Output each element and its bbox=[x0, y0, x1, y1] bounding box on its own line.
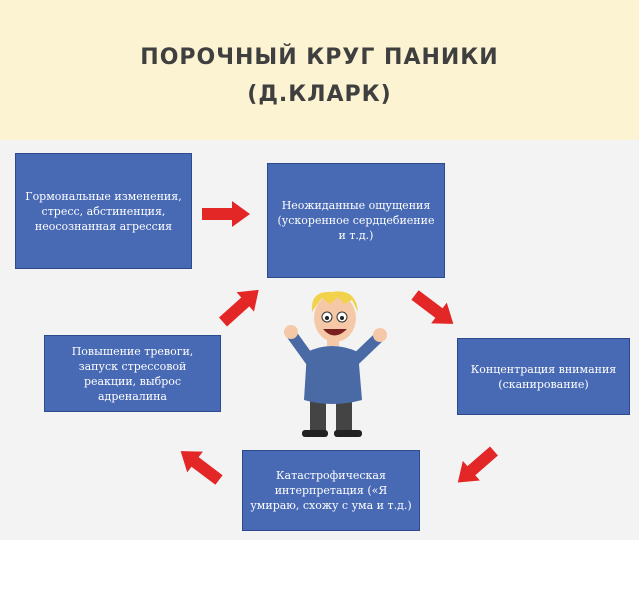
diagram-subtitle: (Д.КЛАРК) bbox=[247, 82, 392, 107]
node-anxiety-increase-label: Повышение тревоги, запуск стрессовой реа… bbox=[71, 344, 194, 403]
node-attention-focus-label: Концентрация внимания (сканирование) bbox=[470, 362, 617, 391]
node-catastrophic-interpretation: Катастрофическая интерпретация («Я умира… bbox=[242, 450, 420, 531]
right-arrow-icon bbox=[407, 284, 462, 335]
right-arrow-icon bbox=[172, 440, 227, 491]
footer-area bbox=[0, 540, 639, 600]
right-arrow-icon bbox=[449, 441, 503, 493]
node-catastrophic-interpretation-label: Катастрофическая интерпретация («Я умира… bbox=[250, 469, 412, 512]
node-anxiety-increase: Повышение тревоги, запуск стрессовой реа… bbox=[44, 335, 221, 412]
cartoon-man-illustration bbox=[284, 291, 387, 437]
right-arrow-icon bbox=[202, 201, 250, 227]
node-attention-focus: Концентрация внимания (сканирование) bbox=[457, 338, 630, 415]
node-unexpected-sensations-label: Неожиданные ощущения (ускоренное сердцеб… bbox=[277, 199, 435, 242]
node-unexpected-sensations: Неожиданные ощущения (ускоренное сердцеб… bbox=[267, 163, 445, 278]
node-hormonal-changes: Гормональные изменения, стресс, абстинен… bbox=[15, 153, 192, 269]
right-arrow-icon bbox=[214, 280, 268, 332]
header-banner: ПОРОЧНЫЙ КРУГ ПАНИКИ (Д.КЛАРК) bbox=[0, 0, 639, 140]
diagram-title: ПОРОЧНЫЙ КРУГ ПАНИКИ bbox=[140, 45, 499, 70]
node-hormonal-changes-label: Гормональные изменения, стресс, абстинен… bbox=[25, 189, 182, 233]
